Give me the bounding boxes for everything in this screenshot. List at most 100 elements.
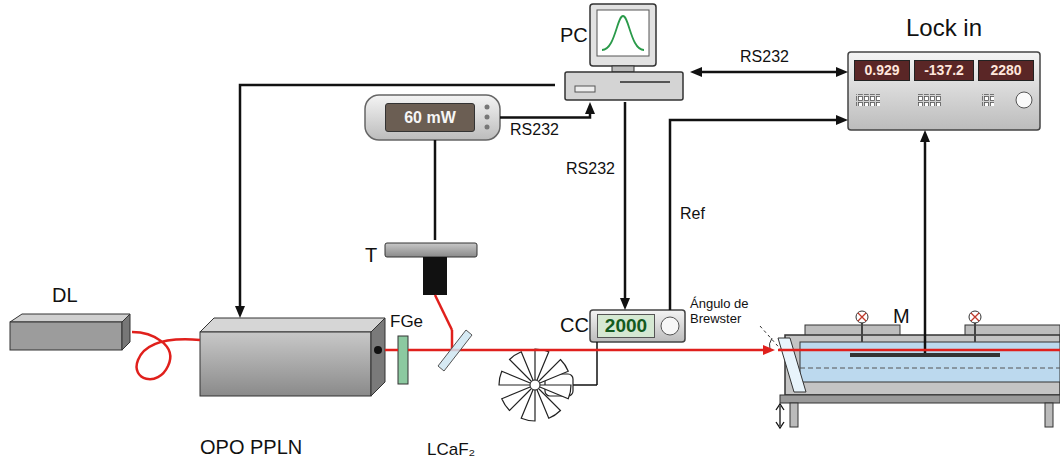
drawing-part	[602, 16, 644, 50]
drawing-part	[982, 94, 994, 106]
drawing-part	[371, 318, 385, 396]
drawing-part	[510, 352, 535, 385]
drawing-part	[1016, 92, 1032, 108]
device-label: CC	[560, 314, 589, 337]
signal-cable	[500, 110, 590, 118]
drawing-part	[785, 335, 1060, 395]
signal-label: RS232	[738, 48, 791, 66]
drawing-part	[485, 115, 490, 120]
device-label: OPO PPLN	[200, 436, 302, 459]
power-meter-node: 60 mW	[365, 95, 500, 140]
drawing-part	[200, 318, 385, 332]
power-meter	[365, 95, 500, 140]
drawing-part	[485, 125, 490, 130]
drawing-part	[590, 4, 656, 66]
arrow-head	[235, 306, 245, 318]
drawing-part	[790, 403, 798, 427]
drawing-part	[535, 385, 560, 418]
arrow-head	[920, 130, 930, 142]
computer	[565, 4, 683, 100]
part-label: FGe	[390, 312, 423, 332]
controller-node: CC2000	[590, 310, 685, 342]
annotation-label: Ángulo de Brewster	[690, 296, 774, 326]
device-label: PC	[560, 24, 588, 47]
signal-cable	[434, 140, 437, 240]
drawing-part	[848, 52, 1040, 130]
drawing-part	[596, 342, 598, 385]
device-label: T	[365, 244, 377, 267]
drawing-part	[575, 86, 595, 92]
cell-node: M	[775, 305, 1060, 425]
lock-in-amplifier	[848, 52, 1040, 130]
signal-cable	[924, 138, 927, 305]
drawing-part	[365, 95, 500, 140]
signal-cable	[624, 102, 627, 302]
arrow-head	[836, 115, 848, 125]
drawing-part	[612, 66, 634, 72]
arrow-head	[585, 102, 595, 114]
drawing-part	[374, 346, 382, 354]
drawing-part	[565, 72, 683, 100]
computer-node: PC	[555, 4, 690, 102]
sensor-node: T	[385, 240, 477, 295]
drawing-part	[502, 385, 535, 410]
drawing-part	[438, 330, 472, 371]
thermal-sensor	[385, 243, 477, 295]
signal-label: Ref	[678, 205, 707, 223]
filter-node: FGe	[398, 336, 408, 384]
laser-beam	[435, 295, 452, 330]
arrow-head	[836, 67, 848, 77]
drawing-part	[10, 314, 130, 322]
device-title: Lock in	[848, 14, 1040, 42]
drawing-part	[778, 349, 1060, 352]
drawing-part	[573, 384, 597, 386]
drawing-part	[780, 395, 1060, 403]
drawing-part	[590, 310, 685, 342]
drawing-part	[856, 94, 880, 106]
drawing-part	[200, 332, 371, 396]
drawing-part	[122, 314, 130, 350]
signal-cable	[698, 71, 840, 74]
drawing-part	[530, 380, 540, 390]
opo-node: OPO PPLN	[200, 318, 385, 396]
display-reading: 60 mW	[385, 103, 475, 132]
display-reading: 2000	[597, 314, 655, 338]
diode-laser	[10, 314, 130, 350]
display-reading: 0.929	[854, 60, 910, 81]
opo-box	[200, 318, 385, 396]
plate-node: LCaF₂	[435, 330, 475, 372]
arrow-head	[763, 345, 775, 355]
display-reading: -137.2	[914, 60, 974, 81]
laser-node: DL	[10, 314, 132, 350]
laser-beam	[132, 332, 200, 379]
chopper-wheel	[499, 342, 597, 421]
drawing-part	[779, 406, 780, 426]
lock-in-node: Lock in0.929-137.22280	[848, 52, 1040, 130]
laser-beam	[408, 349, 435, 352]
drawing-part	[800, 342, 1060, 382]
laser-beam	[475, 349, 767, 352]
arrow-head	[620, 298, 630, 310]
drawing-part	[597, 10, 649, 56]
drawing-part	[10, 322, 122, 350]
drawing-part	[1045, 403, 1053, 427]
drawing-part	[535, 360, 568, 385]
drawing-part	[485, 105, 490, 110]
drawing-part	[918, 94, 942, 106]
drawing-part	[858, 313, 979, 321]
drawing-part	[800, 368, 1060, 369]
drawing-part	[385, 243, 477, 257]
drawing-part	[850, 353, 1000, 357]
arrow-head	[690, 67, 702, 77]
drawing-part	[661, 317, 679, 335]
part-label: LCaF₂	[427, 440, 475, 460]
drawing-part	[778, 338, 806, 392]
part-label: M	[893, 305, 910, 328]
device-label: DL	[52, 284, 78, 307]
display-reading: 2280	[978, 60, 1034, 81]
signal-label: RS232	[564, 160, 617, 178]
drawing-part	[776, 404, 784, 428]
chopper-controller	[590, 310, 685, 342]
germanium-filter	[398, 336, 408, 384]
